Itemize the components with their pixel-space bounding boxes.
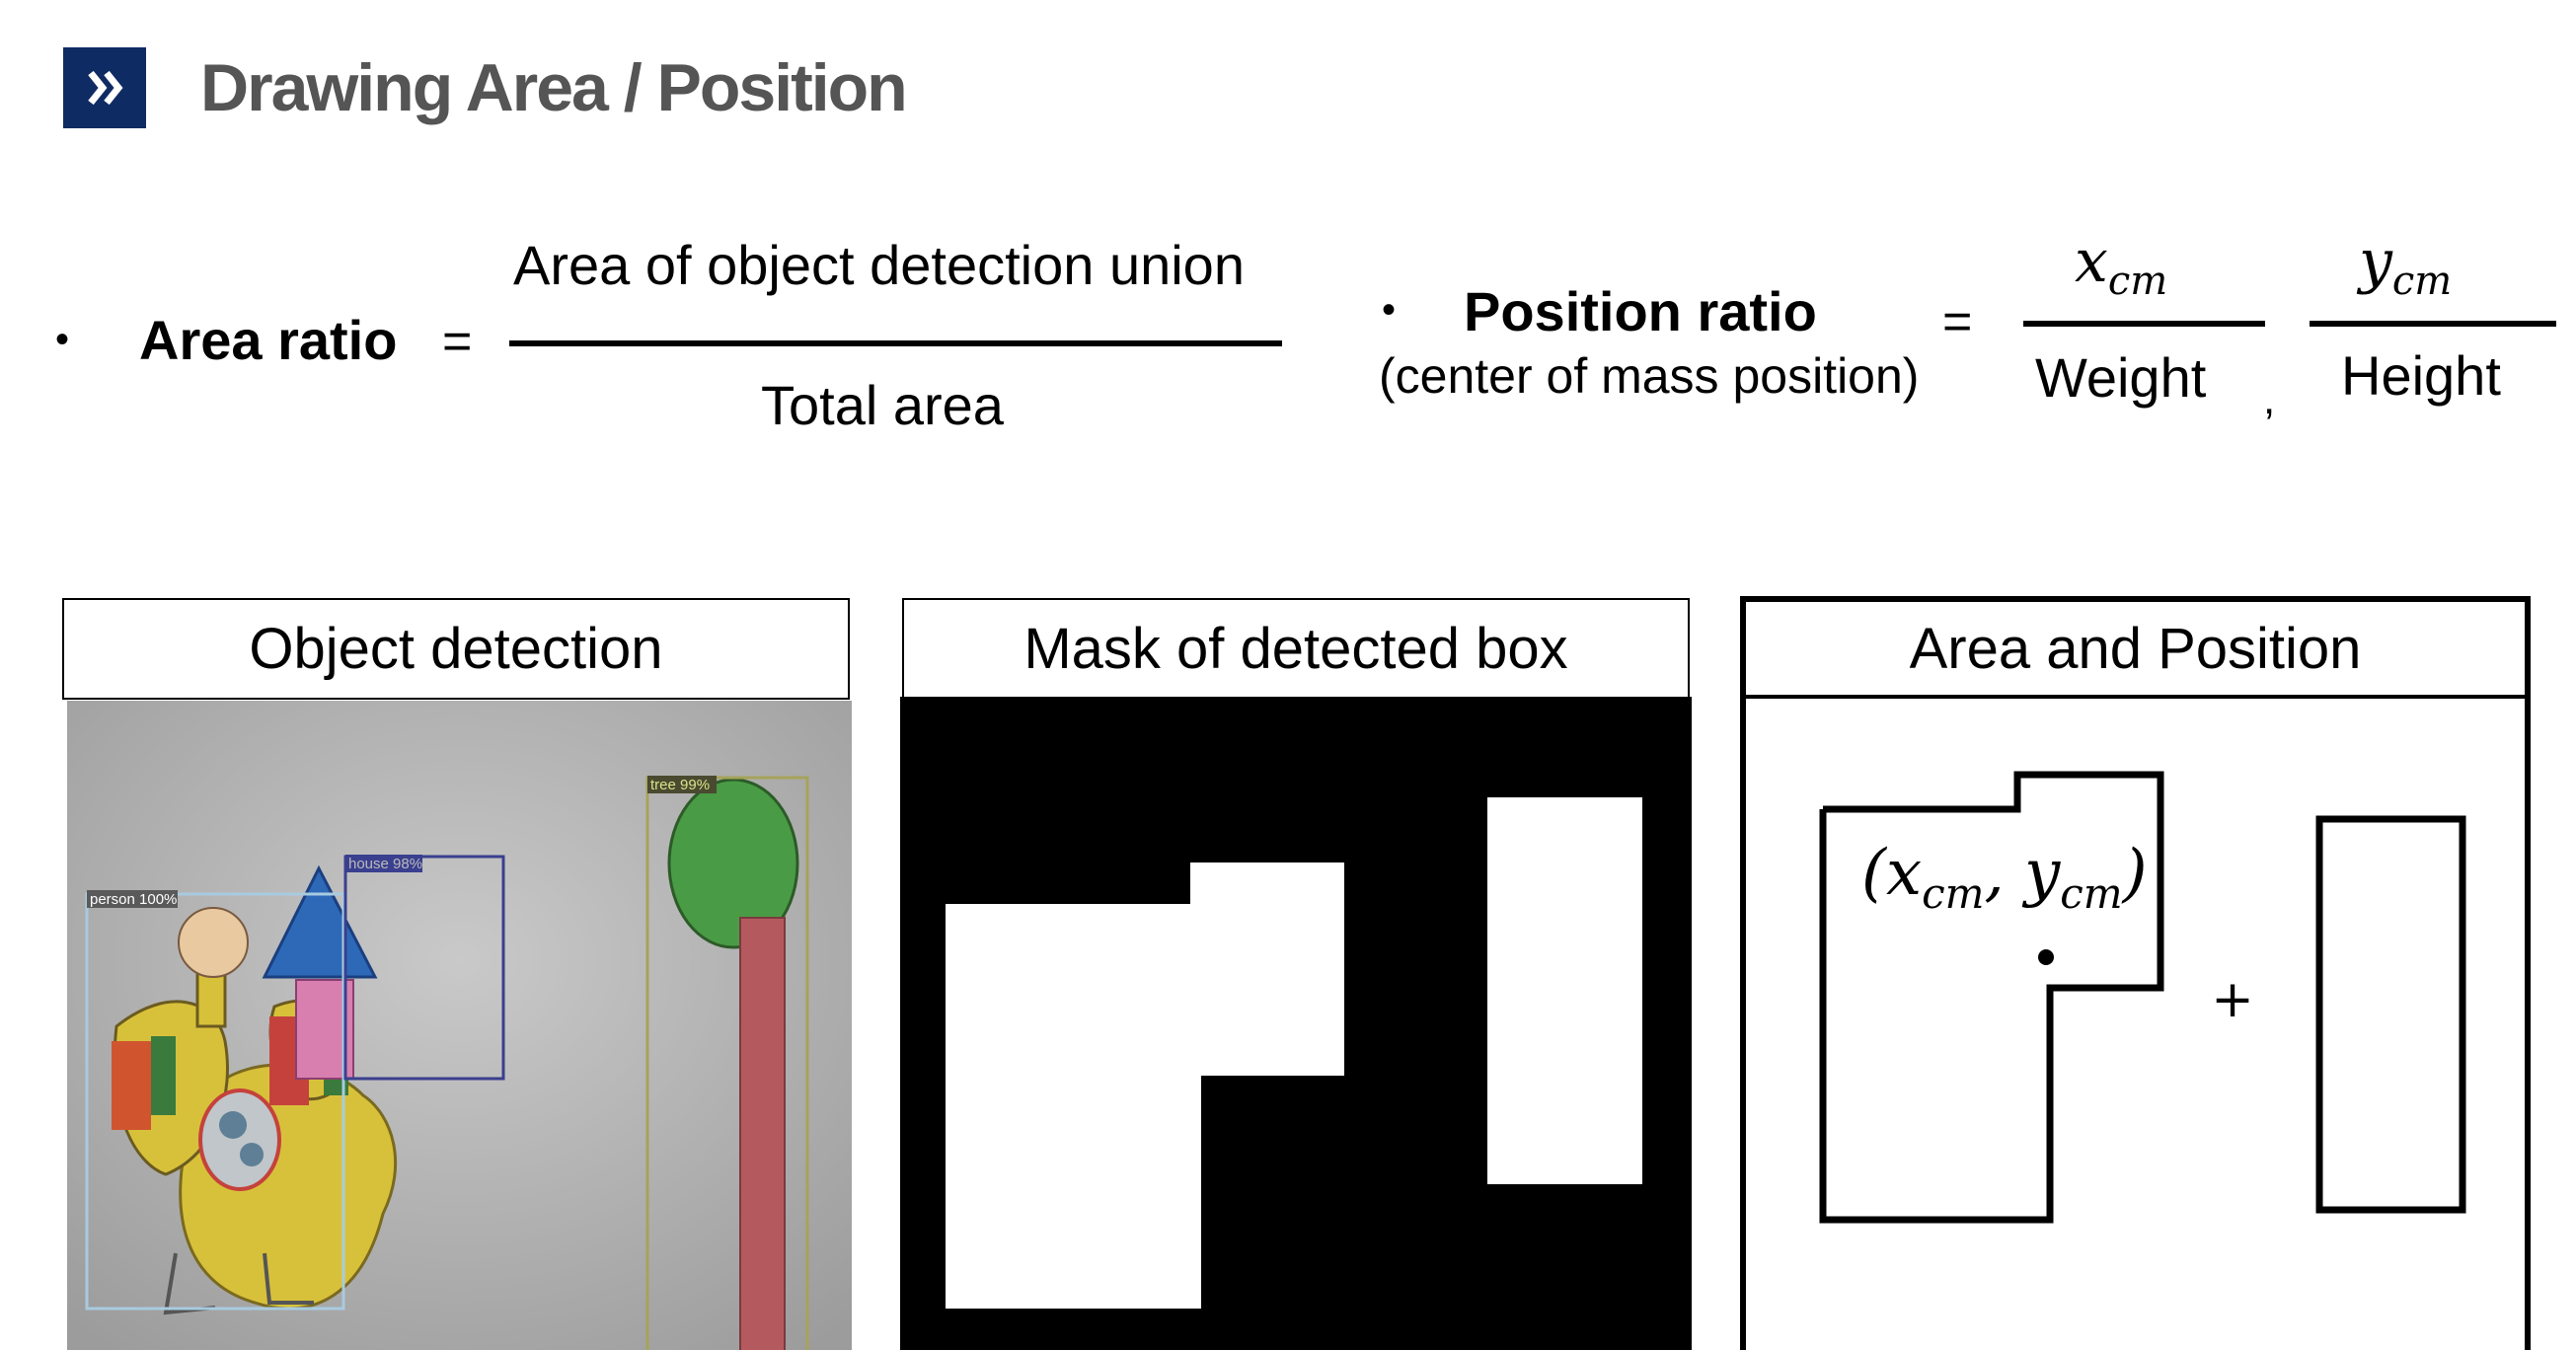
mask-tree-region bbox=[1487, 797, 1642, 1184]
house-box bbox=[343, 855, 505, 1081]
double-chevron-right-icon bbox=[88, 70, 123, 106]
position-ratio-label: Position ratio bbox=[1464, 280, 1817, 342]
object-detection-image: person 100% house 98% tree 99% bbox=[67, 701, 852, 1350]
area-denominator: Total area bbox=[761, 374, 1004, 436]
x-cm-numerator: xcm bbox=[2075, 227, 2168, 304]
mask-person-house-region bbox=[946, 862, 1344, 1309]
area-ratio-label: Area ratio bbox=[139, 309, 398, 371]
house-label: house 98% bbox=[348, 856, 422, 872]
position-equals: = bbox=[1942, 293, 1973, 350]
page-title: Drawing Area / Position bbox=[200, 50, 908, 125]
area-fraction-bar bbox=[509, 340, 1282, 346]
position-sublabel: (center of mass position) bbox=[1379, 348, 1920, 404]
tree-label: tree 99% bbox=[650, 777, 710, 793]
person-label-bg bbox=[87, 890, 178, 908]
mask-image bbox=[900, 697, 1692, 1350]
mask-header: Mask of detected box bbox=[902, 598, 1690, 700]
width-denominator: Weight bbox=[2035, 346, 2207, 409]
tree-drawing bbox=[667, 778, 799, 1350]
area-position-header: Area and Position bbox=[1909, 616, 2362, 681]
person-label: person 100% bbox=[90, 891, 177, 908]
position-bullet: • bbox=[1382, 288, 1397, 332]
area-position-divider bbox=[1740, 695, 2531, 699]
person-box bbox=[85, 892, 345, 1311]
formula-comma: , bbox=[2263, 375, 2276, 423]
area-bullet: • bbox=[55, 318, 70, 361]
height-denominator: Height bbox=[2341, 344, 2501, 407]
tree-box bbox=[645, 776, 809, 1350]
x-fraction-bar bbox=[2023, 321, 2265, 327]
title-badge bbox=[63, 47, 146, 128]
y-fraction-bar bbox=[2310, 321, 2556, 327]
center-of-mass-point bbox=[2038, 949, 2054, 965]
y-cm-numerator: ycm bbox=[2359, 227, 2453, 304]
centroid-label: (xcm, ycm) bbox=[1861, 837, 2148, 918]
tree-label-bg bbox=[647, 776, 717, 793]
tree-outline bbox=[2315, 815, 2466, 1214]
area-position-diagram: + bbox=[1819, 771, 2466, 1224]
union-outline bbox=[1819, 771, 2164, 1224]
object-detection-header: Object detection bbox=[62, 598, 850, 700]
house-label-bg bbox=[345, 855, 422, 872]
area-numerator: Area of object detection union bbox=[513, 234, 1245, 296]
plus-sign: + bbox=[2211, 970, 2254, 1029]
area-equals: = bbox=[442, 313, 473, 370]
area-position-frame bbox=[1740, 596, 2531, 1350]
